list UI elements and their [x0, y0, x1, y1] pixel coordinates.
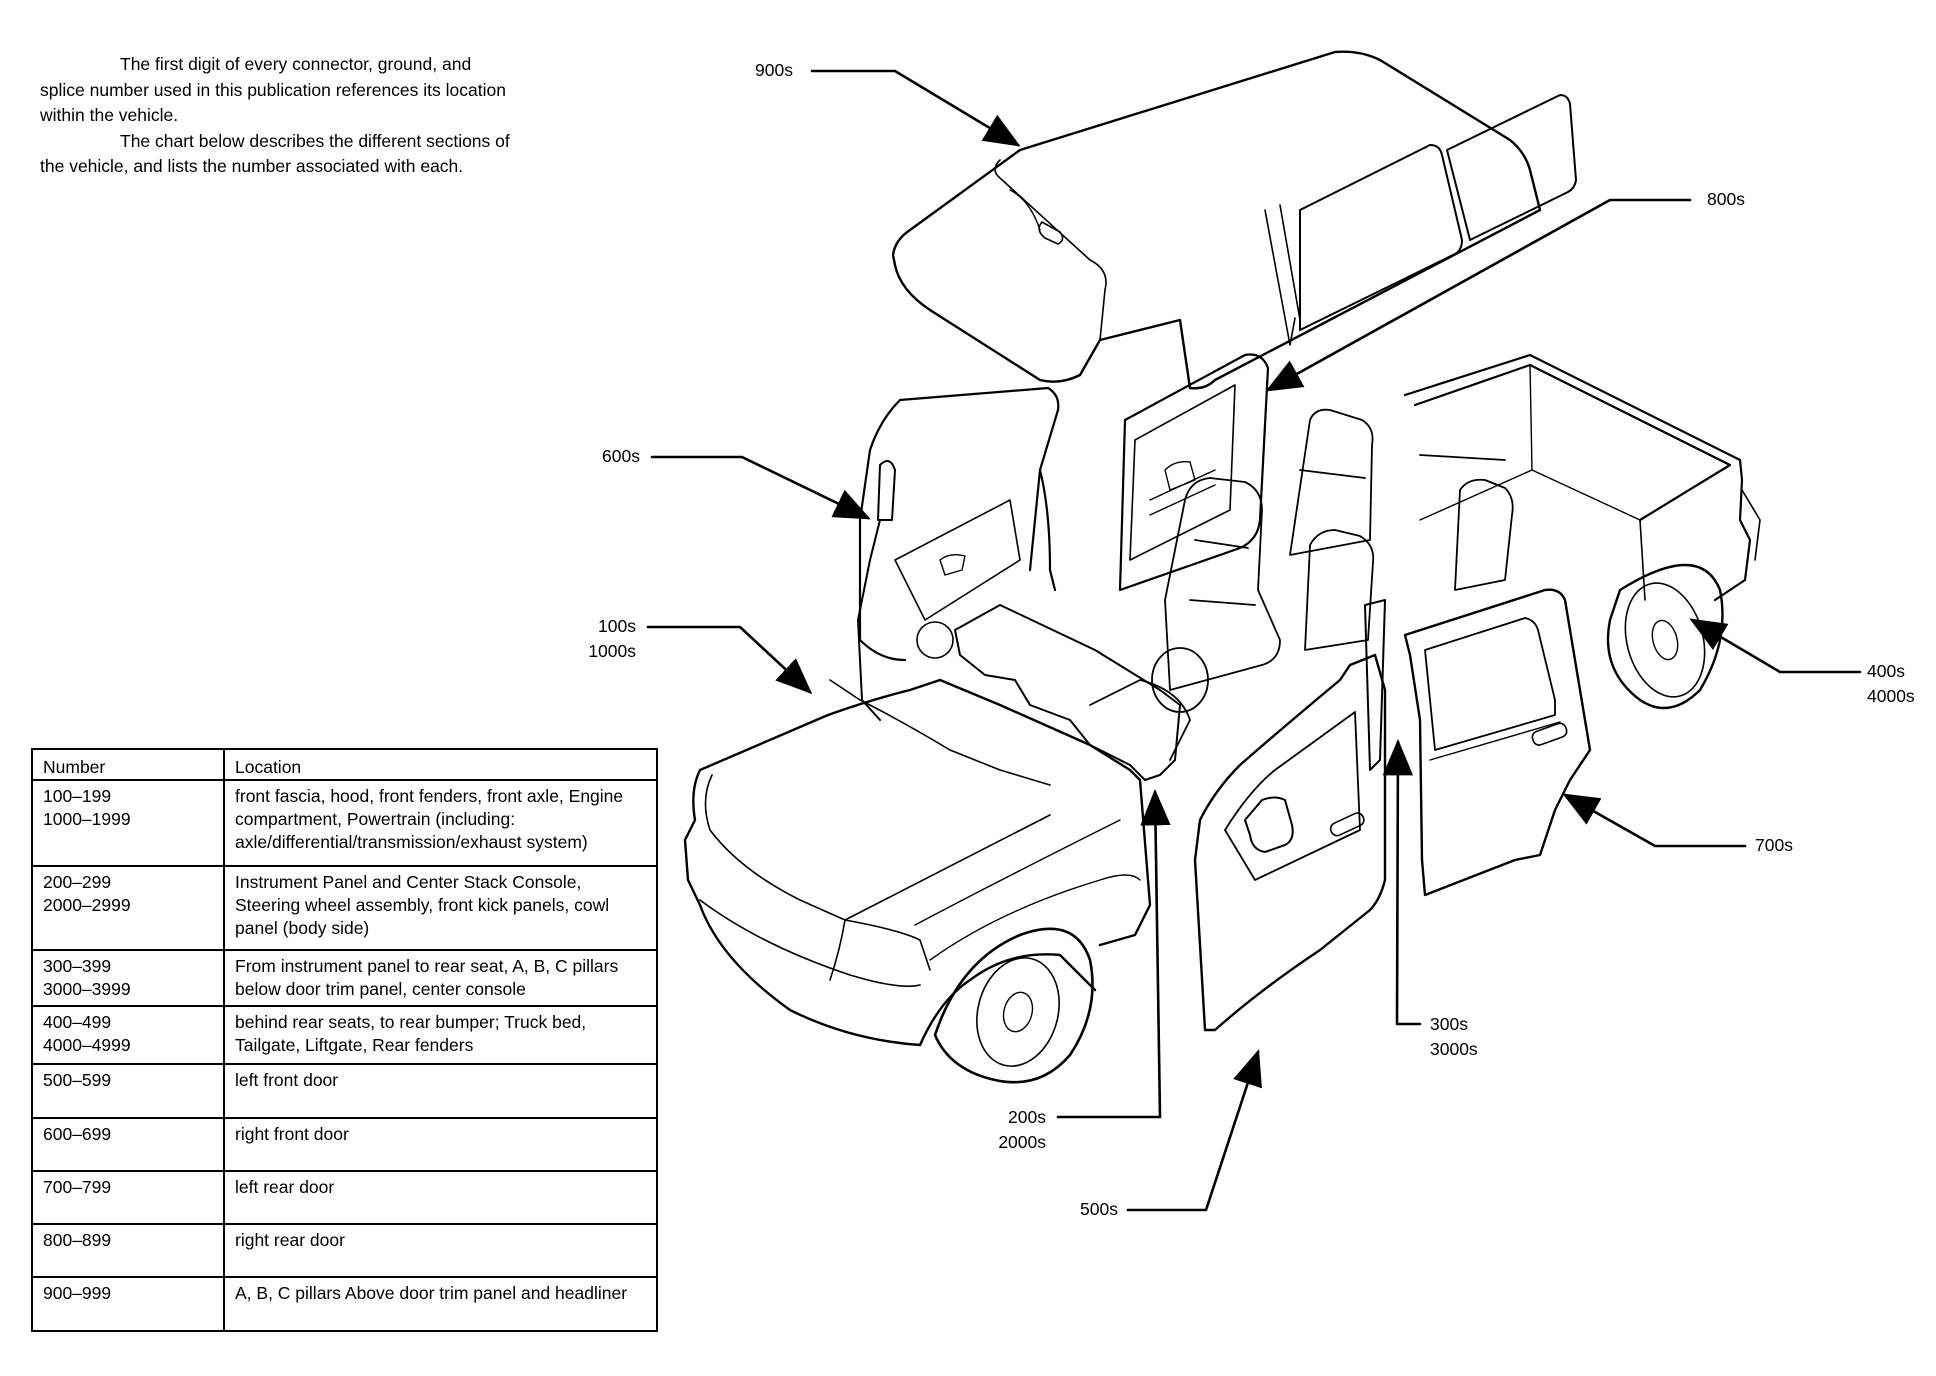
- steering-wheel: [1151, 647, 1209, 713]
- callout-600s: 600s: [602, 446, 640, 466]
- location-cell: A, B, C pillars Above door trim panel an…: [223, 1276, 658, 1332]
- truck-bed: [1403, 353, 1761, 602]
- leader-800s: [1265, 198, 1692, 392]
- rear-view-mirror: [1038, 221, 1064, 245]
- callout-500s: 500s: [1080, 1199, 1118, 1219]
- location-cell: Instrument Panel and Center Stack Consol…: [223, 865, 658, 951]
- location-cell: front fascia, hood, front fenders, front…: [223, 779, 658, 867]
- cab-body: [857, 353, 1270, 721]
- location-cell: right rear door: [223, 1223, 658, 1278]
- callout-200s-2000s: 200s 2000s: [998, 1107, 1046, 1152]
- table-row: 800–899 right rear door: [31, 1223, 658, 1278]
- intro-paragraph-2: The chart below describes the different …: [40, 130, 510, 177]
- table-row: 600–699 right front door: [31, 1117, 658, 1172]
- seats: [1164, 408, 1514, 691]
- front-end: [683, 678, 1152, 1047]
- callout-400s-4000s: 400s 4000s: [1867, 661, 1915, 706]
- leader-400s: [1689, 618, 1862, 674]
- side-mirror: [1244, 796, 1294, 853]
- location-cell: left front door: [223, 1063, 658, 1119]
- door-handle: [1329, 812, 1365, 837]
- door-handle: [1531, 722, 1568, 746]
- number-range-cell: 900–999: [31, 1276, 225, 1332]
- table-row: 700–799 left rear door: [31, 1170, 658, 1225]
- number-range-cell: 700–799: [31, 1170, 225, 1225]
- leader-200s: [1056, 788, 1171, 1119]
- number-range-cell: 500–599: [31, 1063, 225, 1119]
- rear-wheel: [1606, 563, 1724, 710]
- number-range-cell: 600–699: [31, 1117, 225, 1172]
- table-header-row: Number Location: [31, 748, 658, 781]
- callout-700s: 700s: [1755, 835, 1793, 855]
- leader-500s: [1126, 1049, 1262, 1212]
- left-rear-door: [1364, 588, 1592, 897]
- callout-300s-3000s: 300s 3000s: [1430, 1014, 1478, 1059]
- left-front-door: [1193, 653, 1387, 1032]
- callout-900s: 900s: [755, 60, 793, 80]
- intro-text: The first digit of every connector, grou…: [40, 52, 510, 180]
- location-cell: From instrument panel to rear seat, A, B…: [223, 949, 658, 1007]
- callout-800s: 800s: [1707, 189, 1745, 209]
- header-location: Location: [223, 748, 658, 781]
- location-cell: right front door: [223, 1117, 658, 1172]
- location-cell: left rear door: [223, 1170, 658, 1225]
- leader-100s: [646, 625, 813, 695]
- leader-lines: [646, 69, 1862, 1212]
- roof-panel: [891, 50, 1577, 390]
- location-cell: behind rear seats, to rear bumper; Truck…: [223, 1005, 658, 1065]
- leader-700s: [1562, 793, 1747, 848]
- leader-300s: [1382, 738, 1422, 1026]
- intro-paragraph-1: The first digit of every connector, grou…: [40, 54, 506, 125]
- table-row: 500–599 left front door: [31, 1063, 658, 1119]
- table-row: 900–999 A, B, C pillars Above door trim …: [31, 1276, 658, 1332]
- instrument-panel: [954, 604, 1209, 781]
- header-number: Number: [31, 748, 225, 781]
- callout-100s-1000s: 100s 1000s: [588, 616, 636, 661]
- front-wheel: [933, 927, 1094, 1084]
- leader-600s: [650, 455, 871, 520]
- number-range-cell: 800–899: [31, 1223, 225, 1278]
- leader-900s: [810, 69, 1021, 147]
